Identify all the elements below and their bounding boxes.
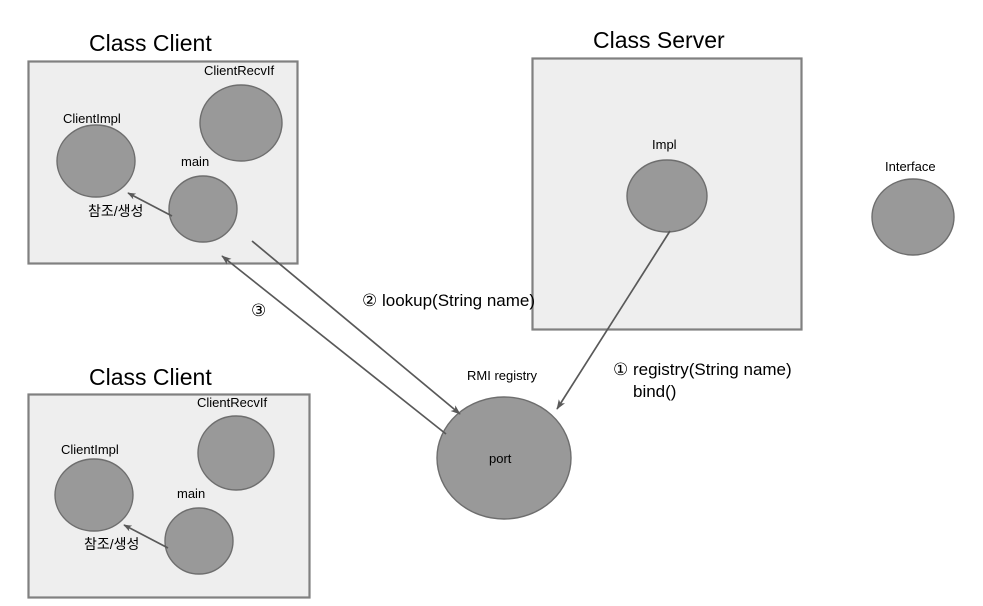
label-edge-reference-create-top: 참조/생성 (88, 203, 144, 219)
node-client-impl-bottom (54, 458, 134, 532)
label-client-impl-bottom: ClientImpl (61, 442, 119, 457)
node-main-top (168, 175, 238, 243)
node-rmi-registry (436, 396, 572, 520)
label-client-recvif-top: ClientRecvIf (204, 63, 275, 78)
arrow-lookup (251, 240, 461, 415)
label-rmi-registry: RMI registry (467, 368, 538, 383)
node-impl (626, 159, 708, 233)
node-client-recvif-bottom (197, 415, 275, 491)
node-client-impl-top (56, 124, 136, 198)
arrow-registry-bind (556, 230, 671, 410)
label-interface: Interface (885, 159, 936, 174)
annotation-step-1-registry: ① registry(String name) (613, 360, 792, 379)
arrow-return (221, 255, 447, 435)
node-main-bottom (164, 507, 234, 575)
box-title-server: Class Server (593, 27, 725, 53)
label-edge-reference-create-bottom: 참조/생성 (84, 536, 140, 552)
label-impl: Impl (652, 137, 677, 152)
label-port: port (489, 451, 512, 466)
label-main-bottom: main (177, 486, 206, 501)
edge-main-to-clientimpl-top (127, 192, 173, 217)
label-main-top: main (181, 154, 210, 169)
node-interface (871, 178, 955, 256)
annotation-step-1-bind: bind() (633, 382, 677, 401)
annotation-step-3: ③ (251, 301, 267, 320)
edge-main-to-clientimpl-bottom (123, 524, 169, 549)
box-title-client-bottom: Class Client (89, 364, 212, 390)
label-client-impl-top: ClientImpl (63, 111, 121, 126)
box-title-client-top: Class Client (89, 30, 212, 56)
annotation-step-2-lookup: ② lookup(String name) (362, 291, 536, 310)
node-client-recvif-top (199, 84, 283, 162)
label-client-recvif-bottom: ClientRecvIf (197, 395, 268, 410)
